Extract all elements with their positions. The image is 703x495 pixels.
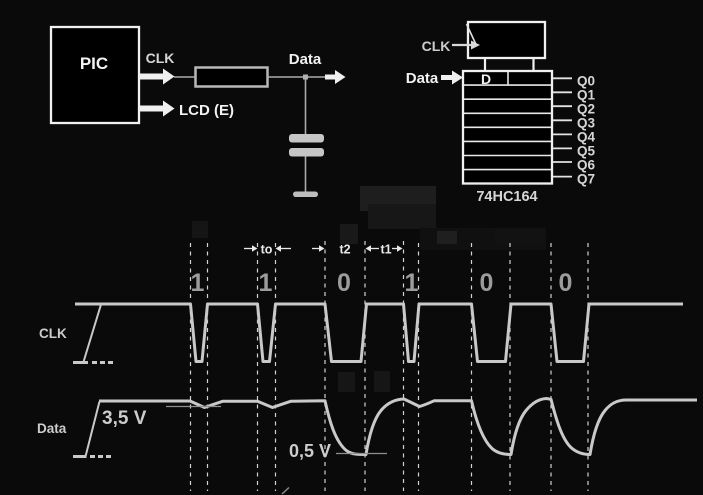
sr-data-label: Data: [406, 70, 439, 87]
rc-filter: Data: [174, 51, 346, 197]
time-annotations: to t2 t1: [244, 243, 403, 257]
compression-artifacts: [192, 186, 546, 495]
bit-label: 1: [191, 269, 205, 297]
clk-arrow-right-icon: [139, 68, 175, 85]
q3-label: Q3: [577, 115, 596, 130]
q-output-stubs: [553, 77, 572, 178]
bit-labels: 1 1 0 1 0 0: [191, 269, 573, 297]
clk-break-slope: [82, 304, 102, 364]
t2-label: t2: [339, 243, 350, 257]
pic-label: PIC: [80, 54, 108, 73]
d-cell-label: D: [481, 71, 491, 87]
shift-register-block: CLK D Data Q0 Q1 Q2: [406, 20, 596, 205]
lcd-arrow-right-icon: [139, 100, 175, 117]
q6-label: Q6: [577, 157, 596, 172]
timing-diagram: to t2 t1 1 1 0 1 0 0 CLK: [37, 241, 697, 491]
capacitor-plate-top: [289, 134, 324, 143]
q0-label: Q0: [577, 74, 595, 89]
capacitor-plate-bottom: [289, 148, 324, 157]
pic-clk-pin-label: CLK: [146, 50, 175, 66]
q1-label: Q1: [577, 88, 596, 103]
junction-dot: [303, 74, 308, 80]
data-break-slope: [84, 401, 101, 457]
bit-label: 0: [480, 269, 494, 297]
data-arrow-right-icon: [325, 70, 346, 84]
q4-label: Q4: [577, 129, 596, 144]
arrow-left-icon: [275, 245, 281, 252]
pic-box: [49, 25, 141, 125]
clk-trace: [75, 302, 683, 363]
clk-row-label: CLK: [39, 326, 67, 341]
arrow-right-icon: [397, 245, 403, 252]
t0-label: to: [261, 243, 273, 257]
bit-label: 1: [259, 269, 273, 297]
arrow-left-icon: [365, 245, 371, 252]
voltage-high-label: 3,5 V: [102, 408, 147, 429]
q5-label: Q5: [577, 144, 596, 159]
q7-label: Q7: [577, 172, 595, 187]
resistor: [194, 66, 269, 88]
data-waveform: Data 3,5 V 0,5 V: [37, 397, 697, 461]
arrow-right-icon: [252, 245, 258, 252]
t1-label: t1: [380, 243, 391, 257]
chip-name-label: 74HC164: [476, 189, 537, 205]
clock-box: [466, 20, 547, 60]
bit-label: 0: [337, 269, 351, 297]
q-output-labels: Q0 Q1 Q2 Q3 Q4 Q5 Q6 Q7: [577, 74, 596, 187]
voltage-low-label: 0,5 V: [289, 441, 331, 461]
clk-edge-arrow-icon: [471, 40, 480, 50]
dashed-gridlines: [189, 241, 589, 491]
arrow-right-icon: [319, 245, 325, 252]
bit-label: 0: [559, 269, 573, 297]
q2-label: Q2: [577, 101, 595, 116]
ground-icon: [293, 191, 318, 197]
clk-waveform: CLK: [39, 302, 683, 364]
data-out-label: Data: [289, 51, 322, 68]
pic-lcd-pin-label: LCD (E): [179, 102, 234, 119]
data-trace: [99, 397, 697, 456]
clk-edge-slope: [465, 23, 477, 45]
data-row-label: Data: [37, 421, 67, 436]
sr-data-arrow-right-icon: [441, 70, 463, 85]
bit-label: 1: [405, 269, 419, 297]
pic-block: PIC CLK LCD (E): [49, 25, 234, 125]
sr-clk-label: CLK: [422, 38, 451, 54]
